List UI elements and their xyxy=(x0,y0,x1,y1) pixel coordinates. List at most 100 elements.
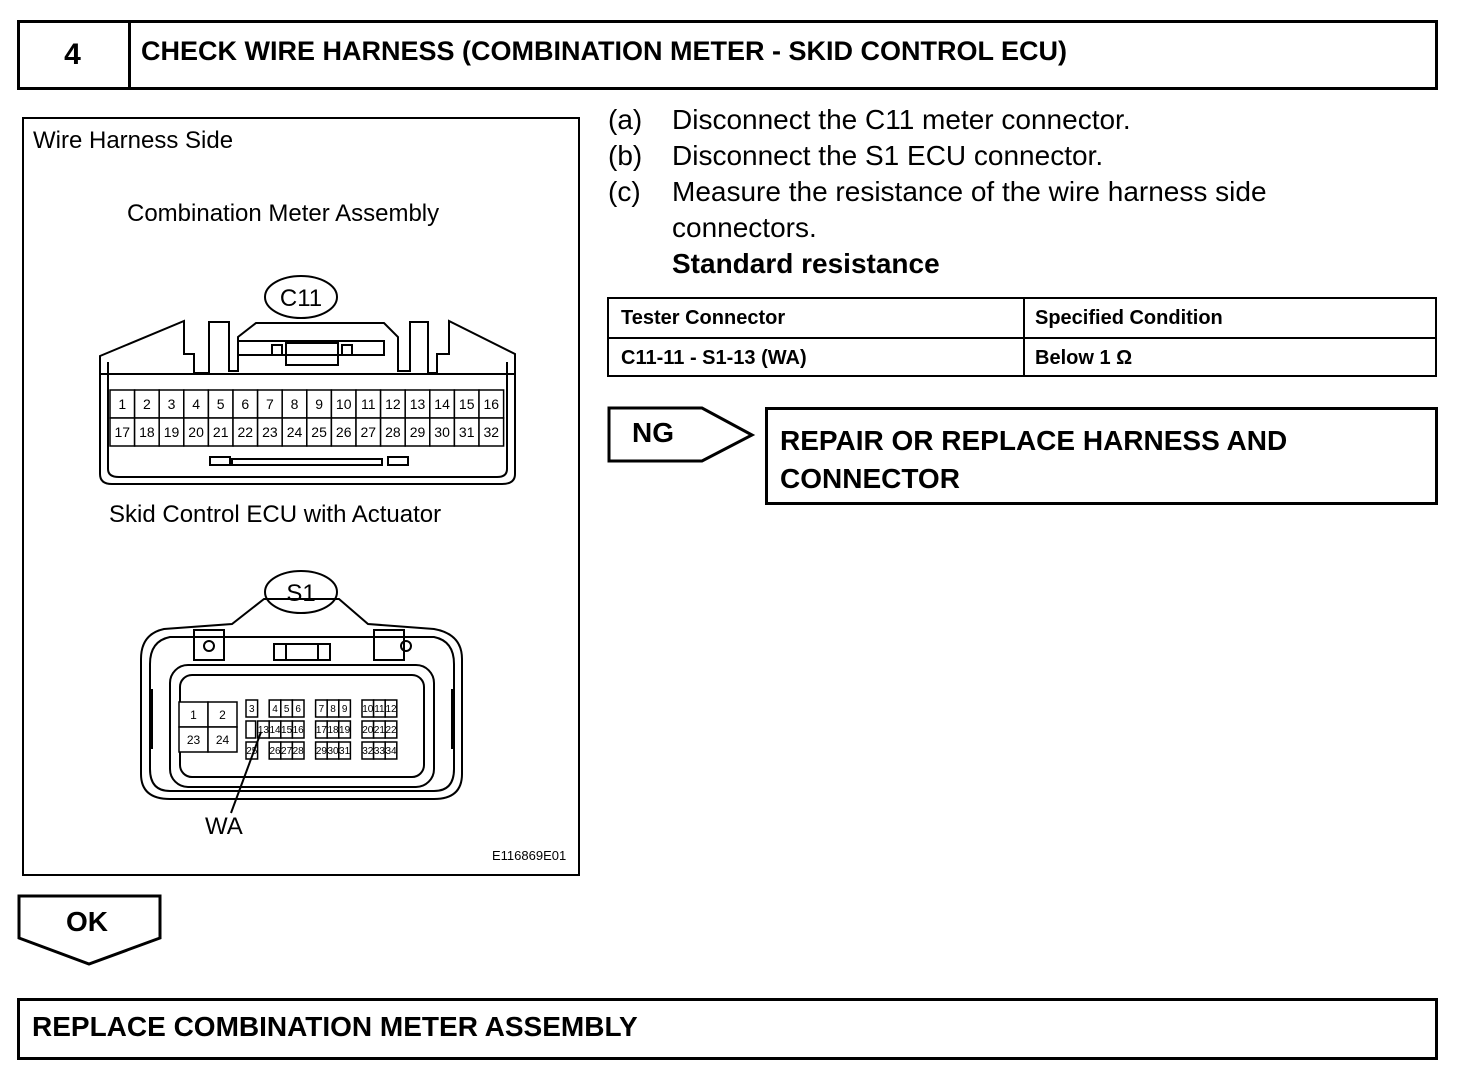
c11-connector xyxy=(99,319,516,485)
step-number: 4 xyxy=(17,20,131,90)
c11-pin-number: 32 xyxy=(484,424,500,440)
s1-pin xyxy=(338,741,352,760)
ok-result-box: REPLACE COMBINATION METER ASSEMBLY xyxy=(17,998,1438,1060)
c11-pin-number: 23 xyxy=(262,424,278,440)
figure-code: E116869E01 xyxy=(492,848,567,863)
table-row: C11-11 - S1-13 (WA) Below 1 Ω xyxy=(609,339,1435,377)
ng-result-line: REPAIR OR REPLACE HARNESS AND xyxy=(780,425,1288,456)
s1-pin-number: 23 xyxy=(187,733,201,747)
s1-pin-number: 11 xyxy=(374,704,385,715)
s1-connector xyxy=(140,598,463,800)
c11-pin-number: 6 xyxy=(241,396,249,412)
instruction-text: Disconnect the S1 ECU connector. xyxy=(672,140,1104,171)
ng-result-line: CONNECTOR xyxy=(780,463,960,494)
c11-pin-number: 14 xyxy=(434,396,450,412)
s1-pin xyxy=(245,699,259,718)
ok-result-text: REPLACE COMBINATION METER ASSEMBLY xyxy=(32,1011,638,1042)
s1-pin-number: 24 xyxy=(216,733,230,747)
c11-pin-number: 11 xyxy=(361,396,376,412)
s1-pin xyxy=(338,699,352,718)
c11-pin xyxy=(256,417,283,447)
c11-pin-number: 3 xyxy=(168,396,176,412)
instruction-key: (a) xyxy=(608,104,643,135)
table-header-cell: Specified Condition xyxy=(1035,306,1223,329)
c11-pin xyxy=(453,417,480,447)
c11-callout-text: C11 xyxy=(280,285,322,312)
table-cell: C11-11 - S1-13 (WA) xyxy=(621,346,807,369)
s1-callout-text: S1 xyxy=(286,580,315,607)
s1-pin-number: 9 xyxy=(342,704,348,715)
c11-pin xyxy=(281,417,308,447)
wa-lead-line xyxy=(230,731,262,814)
c11-pin-number: 29 xyxy=(410,424,426,440)
instruction-text: Measure the resistance of the wire harne… xyxy=(672,176,1267,207)
c11-pin-number: 27 xyxy=(361,424,377,440)
s1-pin-number: 32 xyxy=(362,746,374,757)
wa-wire-label: WA xyxy=(205,813,243,840)
s1-pin-number: 20 xyxy=(362,725,374,736)
standard-resistance-heading: Standard resistance xyxy=(672,248,940,279)
s1-pin xyxy=(291,720,305,739)
c11-pin-number: 12 xyxy=(385,396,401,412)
c11-pin-number: 2 xyxy=(143,396,151,412)
c11-pin-number: 28 xyxy=(385,424,401,440)
s1-pin xyxy=(291,699,305,718)
c11-pin-number: 30 xyxy=(434,424,450,440)
s1-pin-number: 16 xyxy=(293,725,305,736)
s1-pin xyxy=(245,720,257,739)
s1-pin-number: 10 xyxy=(362,704,374,715)
c11-pin-number: 16 xyxy=(484,396,500,412)
ok-label: OK xyxy=(66,906,108,937)
c11-pin-number: 24 xyxy=(287,424,303,440)
c11-pin xyxy=(429,417,456,447)
s1-pin-number: 4 xyxy=(272,704,278,715)
instruction-key: (c) xyxy=(608,176,641,207)
s1-pin-number: 31 xyxy=(339,746,351,757)
s1-pin xyxy=(338,720,352,739)
s1-pin xyxy=(207,701,238,728)
spec-table: Tester Connector Specified Condition C11… xyxy=(607,297,1437,377)
c11-pin-number: 20 xyxy=(188,424,204,440)
s1-pin xyxy=(384,699,398,718)
s1-pin-number: 30 xyxy=(327,746,339,757)
s1-callout xyxy=(264,570,338,614)
c11-pin xyxy=(306,389,333,419)
s1-pin xyxy=(384,720,398,739)
step-header xyxy=(17,20,1438,90)
ng-result-text: REPAIR OR REPLACE HARNESS AND CONNECTOR xyxy=(780,422,1287,498)
s1-pin-number: 5 xyxy=(284,704,290,715)
s1-pin-number: 34 xyxy=(385,746,397,757)
c11-pin xyxy=(404,417,431,447)
table-header-row: Tester Connector Specified Condition xyxy=(609,299,1435,339)
s1-pin-number: 19 xyxy=(339,725,351,736)
c11-pin-number: 1 xyxy=(118,396,126,412)
c11-pin-number: 25 xyxy=(311,424,327,440)
c11-pin xyxy=(355,417,382,447)
instruction-text: Disconnect the C11 meter connector. xyxy=(672,104,1131,135)
c11-pin xyxy=(232,389,259,419)
ng-arrow xyxy=(607,406,756,463)
c11-pin xyxy=(306,417,333,447)
s1-pin-number: 3 xyxy=(249,704,255,715)
s1-pin-number: 15 xyxy=(281,725,293,736)
c11-pin xyxy=(478,417,505,447)
s1-pin-number: 7 xyxy=(319,704,325,715)
s1-pin-number: 1 xyxy=(190,708,197,722)
c11-pin-number: 26 xyxy=(336,424,352,440)
s1-pin xyxy=(291,741,305,760)
table-cell: Below 1 Ω xyxy=(1035,346,1133,369)
instruction-text: connectors. xyxy=(672,212,817,243)
c11-pin-number: 31 xyxy=(459,424,475,440)
s1-pin-number: 22 xyxy=(385,725,397,736)
s1-pin-number: 12 xyxy=(385,704,397,715)
s1-pin-number: 28 xyxy=(293,746,305,757)
s1-pin-number: 14 xyxy=(269,725,281,736)
combination-meter-label: Combination Meter Assembly xyxy=(127,200,440,227)
s1-pin-number: 33 xyxy=(374,746,386,757)
c11-callout xyxy=(264,275,338,319)
s1-pin-number: 8 xyxy=(330,704,336,715)
s1-pin-number: 6 xyxy=(295,704,301,715)
